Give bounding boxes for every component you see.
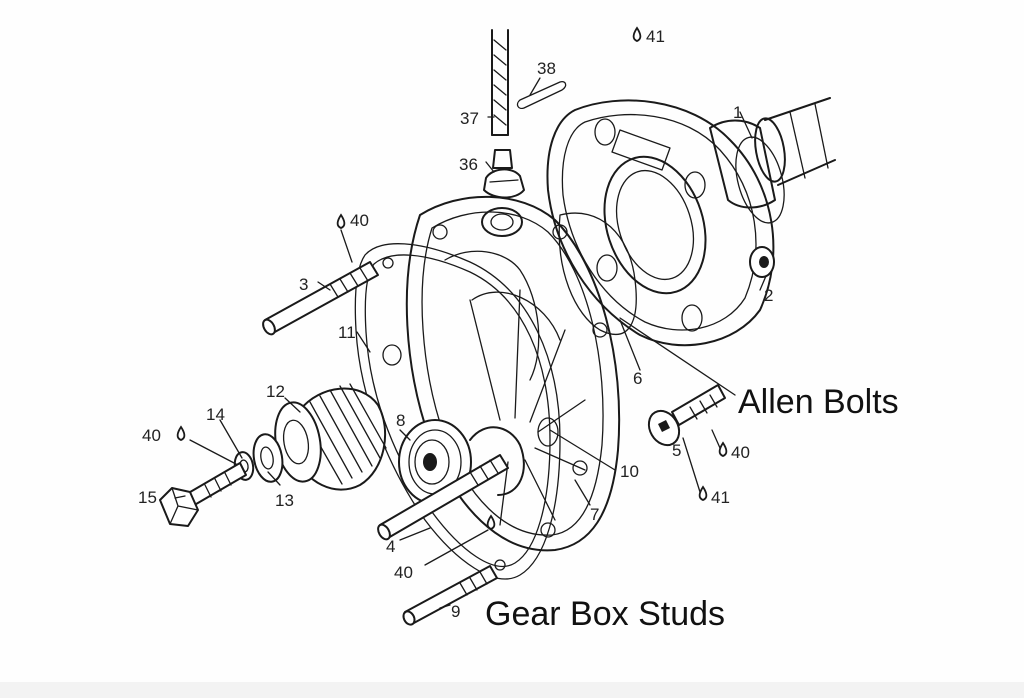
label-part-13: 13 xyxy=(275,491,294,510)
label-part-41-top: 41 xyxy=(646,27,665,46)
label-part-14: 14 xyxy=(206,405,225,424)
bottom-edge-band xyxy=(0,682,1024,698)
part-37-rod xyxy=(491,29,509,136)
part-5-allen-bolt xyxy=(647,384,726,447)
label-part-38: 38 xyxy=(537,59,556,78)
label-part-40-right: 40 xyxy=(731,443,750,462)
drop-icon-40-bottom xyxy=(486,514,496,530)
part-12-gear xyxy=(274,383,387,491)
label-part-5: 5 xyxy=(672,441,681,460)
drop-icon-41-top xyxy=(632,26,642,42)
label-part-11: 11 xyxy=(338,323,356,342)
label-part-1: 1 xyxy=(733,103,742,122)
label-part-6: 6 xyxy=(633,369,642,388)
callout-allen-bolts: Allen Bolts xyxy=(738,383,899,421)
part-number-labels: 1 2 3 4 5 6 7 8 9 10 11 12 13 14 15 36 3… xyxy=(138,27,773,621)
part-9-stud xyxy=(402,565,498,626)
part-11-gasket xyxy=(354,243,561,580)
label-part-9: 9 xyxy=(451,602,460,621)
label-part-3: 3 xyxy=(299,275,308,294)
drop-icon-40-right xyxy=(718,441,728,457)
part-36-breather xyxy=(483,149,525,199)
label-part-7: 7 xyxy=(590,505,599,524)
label-part-2: 2 xyxy=(764,286,773,305)
drop-icon-40-top xyxy=(336,213,346,229)
part-38-clip xyxy=(516,80,567,110)
drop-icon-40-left xyxy=(176,425,186,441)
label-part-41-bottom: 41 xyxy=(711,488,730,507)
part-10-shaft xyxy=(469,417,559,496)
label-part-40-top: 40 xyxy=(350,211,369,230)
label-part-8: 8 xyxy=(396,411,405,430)
part-3-stud xyxy=(262,261,379,336)
part-1-gearbox-cover xyxy=(546,97,836,347)
label-part-40-left: 40 xyxy=(142,426,161,445)
part-15-hex-bolt xyxy=(159,462,247,527)
leader-lines xyxy=(174,77,767,609)
part-13-washer xyxy=(252,433,284,483)
label-part-10: 10 xyxy=(620,462,639,481)
label-part-40-bottom: 40 xyxy=(394,563,413,582)
part-2-plug xyxy=(749,246,775,278)
part-4-stud xyxy=(377,454,509,541)
label-part-36: 36 xyxy=(459,155,478,174)
callout-gear-box-studs: Gear Box Studs xyxy=(485,595,725,633)
label-part-4: 4 xyxy=(386,537,395,556)
label-part-37: 37 xyxy=(460,109,479,128)
label-part-15: 15 xyxy=(138,488,157,507)
drop-icon-41-bottom xyxy=(698,485,708,501)
label-part-12: 12 xyxy=(266,382,285,401)
